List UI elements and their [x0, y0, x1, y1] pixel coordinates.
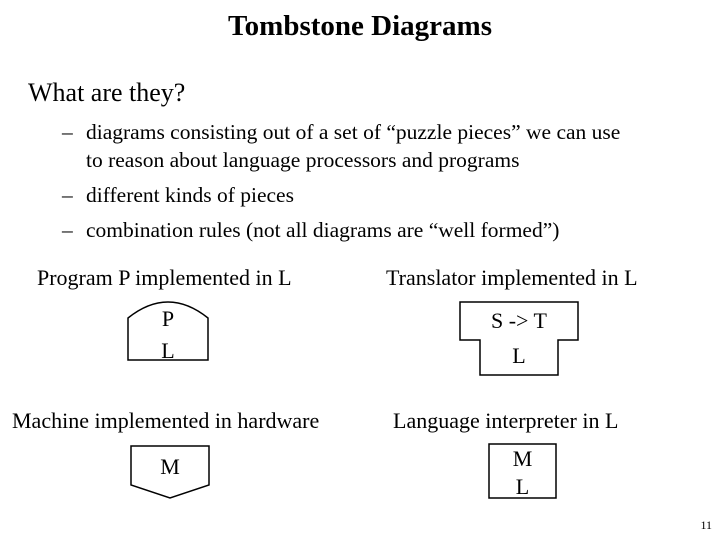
translator-top-label: S -> T	[490, 308, 547, 333]
bullet-dash: –	[62, 183, 73, 207]
question-heading: What are they?	[28, 78, 186, 107]
bullet-dash: –	[62, 120, 73, 144]
slide-title: Tombstone Diagrams	[228, 10, 492, 42]
machine-caption: Machine implemented in hardware	[12, 408, 320, 433]
interpreter-bottom-label: L	[515, 474, 530, 499]
page-number: 11	[700, 518, 712, 532]
translator-bottom-label: L	[512, 343, 526, 368]
bullet-line: to reason about language processors and …	[86, 148, 520, 172]
interpreter-top-label: M	[512, 446, 533, 471]
bullet-line: diagrams consisting out of a set of “puz…	[86, 120, 621, 144]
translator-caption: Translator implemented in L	[386, 265, 638, 290]
interpreter-caption: Language interpreter in L	[393, 408, 619, 433]
program-bottom-label: L	[161, 338, 175, 363]
bullet-line: different kinds of pieces	[86, 183, 294, 207]
machine-label: M	[160, 454, 180, 479]
bullet-line: combination rules (not all diagrams are …	[86, 218, 560, 242]
program-caption: Program P implemented in L	[37, 265, 292, 290]
program-top-label: P	[161, 306, 175, 331]
bullet-dash: –	[62, 218, 73, 242]
